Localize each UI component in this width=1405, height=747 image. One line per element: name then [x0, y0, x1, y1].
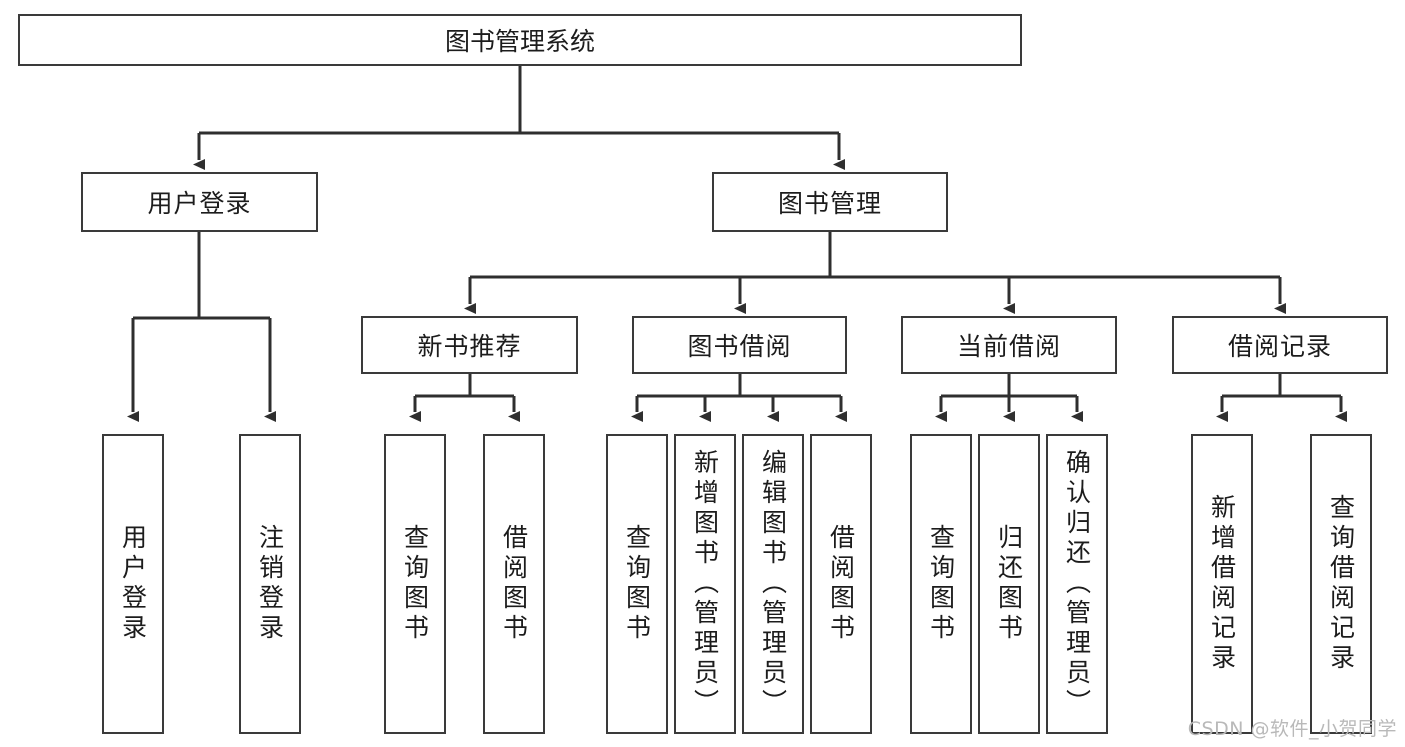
watermark-text: CSDN @软件_小贺同学	[1187, 718, 1397, 740]
node-root-system[interactable]: 图书管理系统	[18, 14, 1022, 66]
node-book-management[interactable]: 图书管理	[712, 172, 948, 232]
node-label: 注销登录	[255, 524, 285, 644]
node-book-borrow[interactable]: 图书借阅	[632, 316, 847, 374]
node-label: 当前借阅	[956, 332, 1061, 361]
node-label: 图书借阅	[687, 332, 792, 361]
node-label: 借阅图书	[826, 524, 856, 644]
leaf-current-return-book[interactable]: 归还图书	[978, 434, 1040, 734]
node-label: 编辑图书（管理员）	[758, 449, 788, 719]
node-label: 确认归还（管理员）	[1062, 449, 1092, 719]
node-label: 用户登录	[118, 524, 148, 644]
node-user-login[interactable]: 用户登录	[81, 172, 318, 232]
node-label: 新增借阅记录	[1207, 494, 1237, 674]
leaf-recommend-query-book[interactable]: 查询图书	[384, 434, 446, 734]
node-label: 新增图书（管理员）	[690, 449, 720, 719]
leaf-record-add-borrow-record[interactable]: 新增借阅记录	[1191, 434, 1253, 734]
node-label: 借阅图书	[499, 524, 529, 644]
leaf-borrow-borrow-book[interactable]: 借阅图书	[810, 434, 872, 734]
leaf-borrow-edit-book-admin[interactable]: 编辑图书（管理员）	[742, 434, 804, 734]
node-label: 查询图书	[400, 524, 430, 644]
leaf-user-logout[interactable]: 注销登录	[239, 434, 301, 734]
node-label: 新书推荐	[417, 332, 522, 361]
leaf-borrow-query-book[interactable]: 查询图书	[606, 434, 668, 734]
leaf-record-query-borrow-record[interactable]: 查询借阅记录	[1310, 434, 1372, 734]
node-label: 借阅记录	[1227, 332, 1332, 361]
node-current-borrow[interactable]: 当前借阅	[901, 316, 1117, 374]
node-label: 归还图书	[994, 524, 1024, 644]
leaf-user-login-do[interactable]: 用户登录	[102, 434, 164, 734]
node-label: 图书管理系统	[444, 27, 595, 56]
leaf-recommend-borrow-book[interactable]: 借阅图书	[483, 434, 545, 734]
node-borrow-record[interactable]: 借阅记录	[1172, 316, 1388, 374]
node-label: 图书管理	[777, 189, 882, 218]
node-label: 查询图书	[926, 524, 956, 644]
node-new-book-recommend[interactable]: 新书推荐	[361, 316, 578, 374]
leaf-current-confirm-return-admin[interactable]: 确认归还（管理员）	[1046, 434, 1108, 734]
leaf-borrow-add-book-admin[interactable]: 新增图书（管理员）	[674, 434, 736, 734]
leaf-current-query-book[interactable]: 查询图书	[910, 434, 972, 734]
node-label: 查询借阅记录	[1326, 494, 1356, 674]
node-label: 查询图书	[622, 524, 652, 644]
node-label: 用户登录	[147, 189, 252, 218]
